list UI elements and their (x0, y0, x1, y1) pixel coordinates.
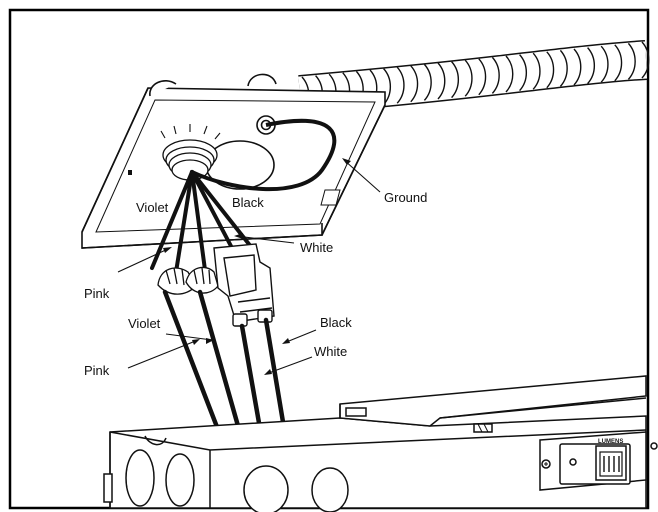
label-violet-top: Violet (136, 200, 169, 215)
label-black-lower: Black (320, 315, 352, 330)
conduit-rib (627, 42, 636, 80)
push-in-connector (213, 243, 275, 327)
brand-label: LUMENS (598, 439, 623, 445)
conduit-rib (614, 44, 623, 82)
label-white-lower: White (314, 344, 347, 359)
label-pink-lower: Pink (84, 363, 110, 378)
conduit-rib (532, 52, 541, 90)
label-ground: Ground (384, 190, 427, 205)
label-black-top: Black (232, 195, 264, 210)
junction-box (103, 375, 658, 512)
conduit-rib (559, 49, 568, 87)
threaded-fitting (160, 124, 221, 181)
conduit-rib (437, 62, 446, 100)
conduit-rib (519, 54, 528, 92)
mounting-plate (81, 73, 386, 249)
leader-lines (117, 159, 381, 375)
ground-wire (191, 118, 337, 192)
conduit-rib (505, 55, 514, 93)
lower-wires (162, 289, 289, 443)
conduit-rib (396, 66, 405, 104)
leader-arrows (163, 158, 351, 375)
conduit-rib (464, 59, 473, 97)
label-pink-top: Pink (84, 286, 110, 301)
wire-nuts (157, 266, 219, 295)
conduit-rib (451, 61, 460, 99)
conduit-rib (546, 51, 555, 89)
conduit-rib (410, 65, 419, 103)
label-violet-lower: Violet (128, 316, 161, 331)
conduit-rib (587, 47, 596, 85)
conduit-rib (478, 58, 487, 96)
conduit-rib (573, 48, 582, 86)
flexible-conduit (298, 40, 650, 115)
conduit-rib (491, 56, 500, 94)
conduit-rib (423, 63, 432, 101)
conduit-rib (641, 41, 650, 79)
conduit-rib (600, 45, 609, 83)
label-white-top: White (300, 240, 333, 255)
